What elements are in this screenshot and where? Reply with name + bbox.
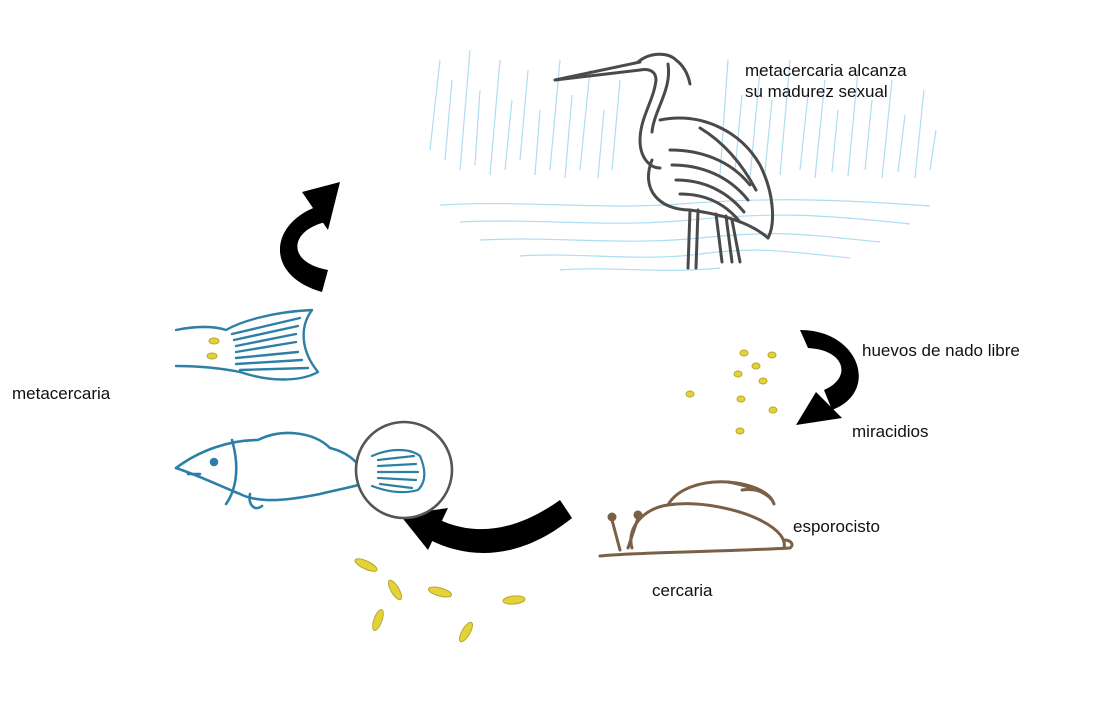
fish-icon bbox=[176, 433, 362, 508]
label-bird-stage: metacercaria alcanza su madurez sexual bbox=[745, 60, 907, 102]
cycle-arrow-left bbox=[280, 182, 340, 292]
magnifier-icon bbox=[356, 422, 452, 518]
eggs-icon bbox=[686, 350, 777, 434]
cercariae-icon bbox=[353, 556, 525, 643]
snail-icon bbox=[600, 482, 792, 556]
label-eggs: huevos de nado libre bbox=[862, 340, 1020, 361]
label-metacercaria: metacercaria bbox=[12, 383, 110, 404]
label-cercaria: cercaria bbox=[652, 580, 712, 601]
cycle-arrow-right bbox=[796, 330, 859, 425]
fish-tail-icon bbox=[176, 310, 318, 380]
label-sporocyst: esporocisto bbox=[793, 516, 880, 537]
label-bird-line2: su madurez sexual bbox=[745, 81, 907, 102]
label-miracidia: miracidios bbox=[852, 421, 929, 442]
label-bird-line1: metacercaria alcanza bbox=[745, 60, 907, 81]
